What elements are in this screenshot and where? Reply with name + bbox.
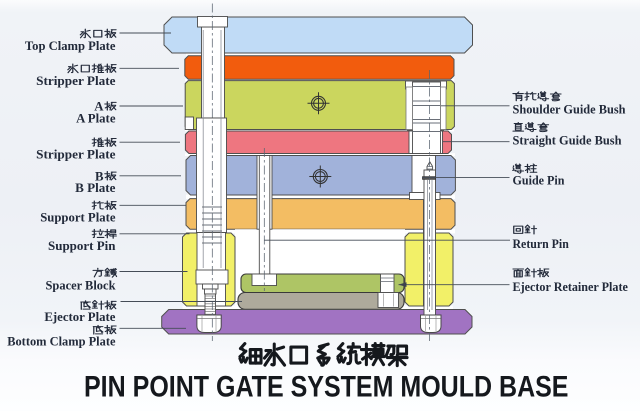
svg-text:Support Plate: Support Plate <box>40 211 116 225</box>
svg-text:Return Pin: Return Pin <box>513 237 569 251</box>
svg-text:A: A <box>94 100 104 114</box>
svg-text:Bottom Clamp Plate: Bottom Clamp Plate <box>7 335 116 349</box>
svg-text:Stripper Plate: Stripper Plate <box>36 74 116 88</box>
svg-text:Straight Guide Bush: Straight Guide Bush <box>513 133 622 147</box>
svg-text:Spacer Block: Spacer Block <box>46 278 117 292</box>
svg-text:B: B <box>95 169 104 183</box>
svg-text:Ejector Retainer Plate: Ejector Retainer Plate <box>513 280 629 294</box>
svg-text:Ejector Plate: Ejector Plate <box>44 310 115 324</box>
svg-text:Guide Pin: Guide Pin <box>513 174 565 188</box>
svg-text:B Plate: B Plate <box>75 181 116 195</box>
svg-text:Stripper Plate: Stripper Plate <box>36 147 116 161</box>
svg-text:A Plate: A Plate <box>76 112 116 126</box>
svg-text:Top Clamp Plate: Top Clamp Plate <box>25 39 116 53</box>
svg-text:Shoulder Guide Bush: Shoulder Guide Bush <box>513 103 626 117</box>
svg-text:PIN POINT GATE SYSTEM MOULD BA: PIN POINT GATE SYSTEM MOULD BASE <box>84 370 569 403</box>
svg-text:Support Pin: Support Pin <box>48 239 116 253</box>
